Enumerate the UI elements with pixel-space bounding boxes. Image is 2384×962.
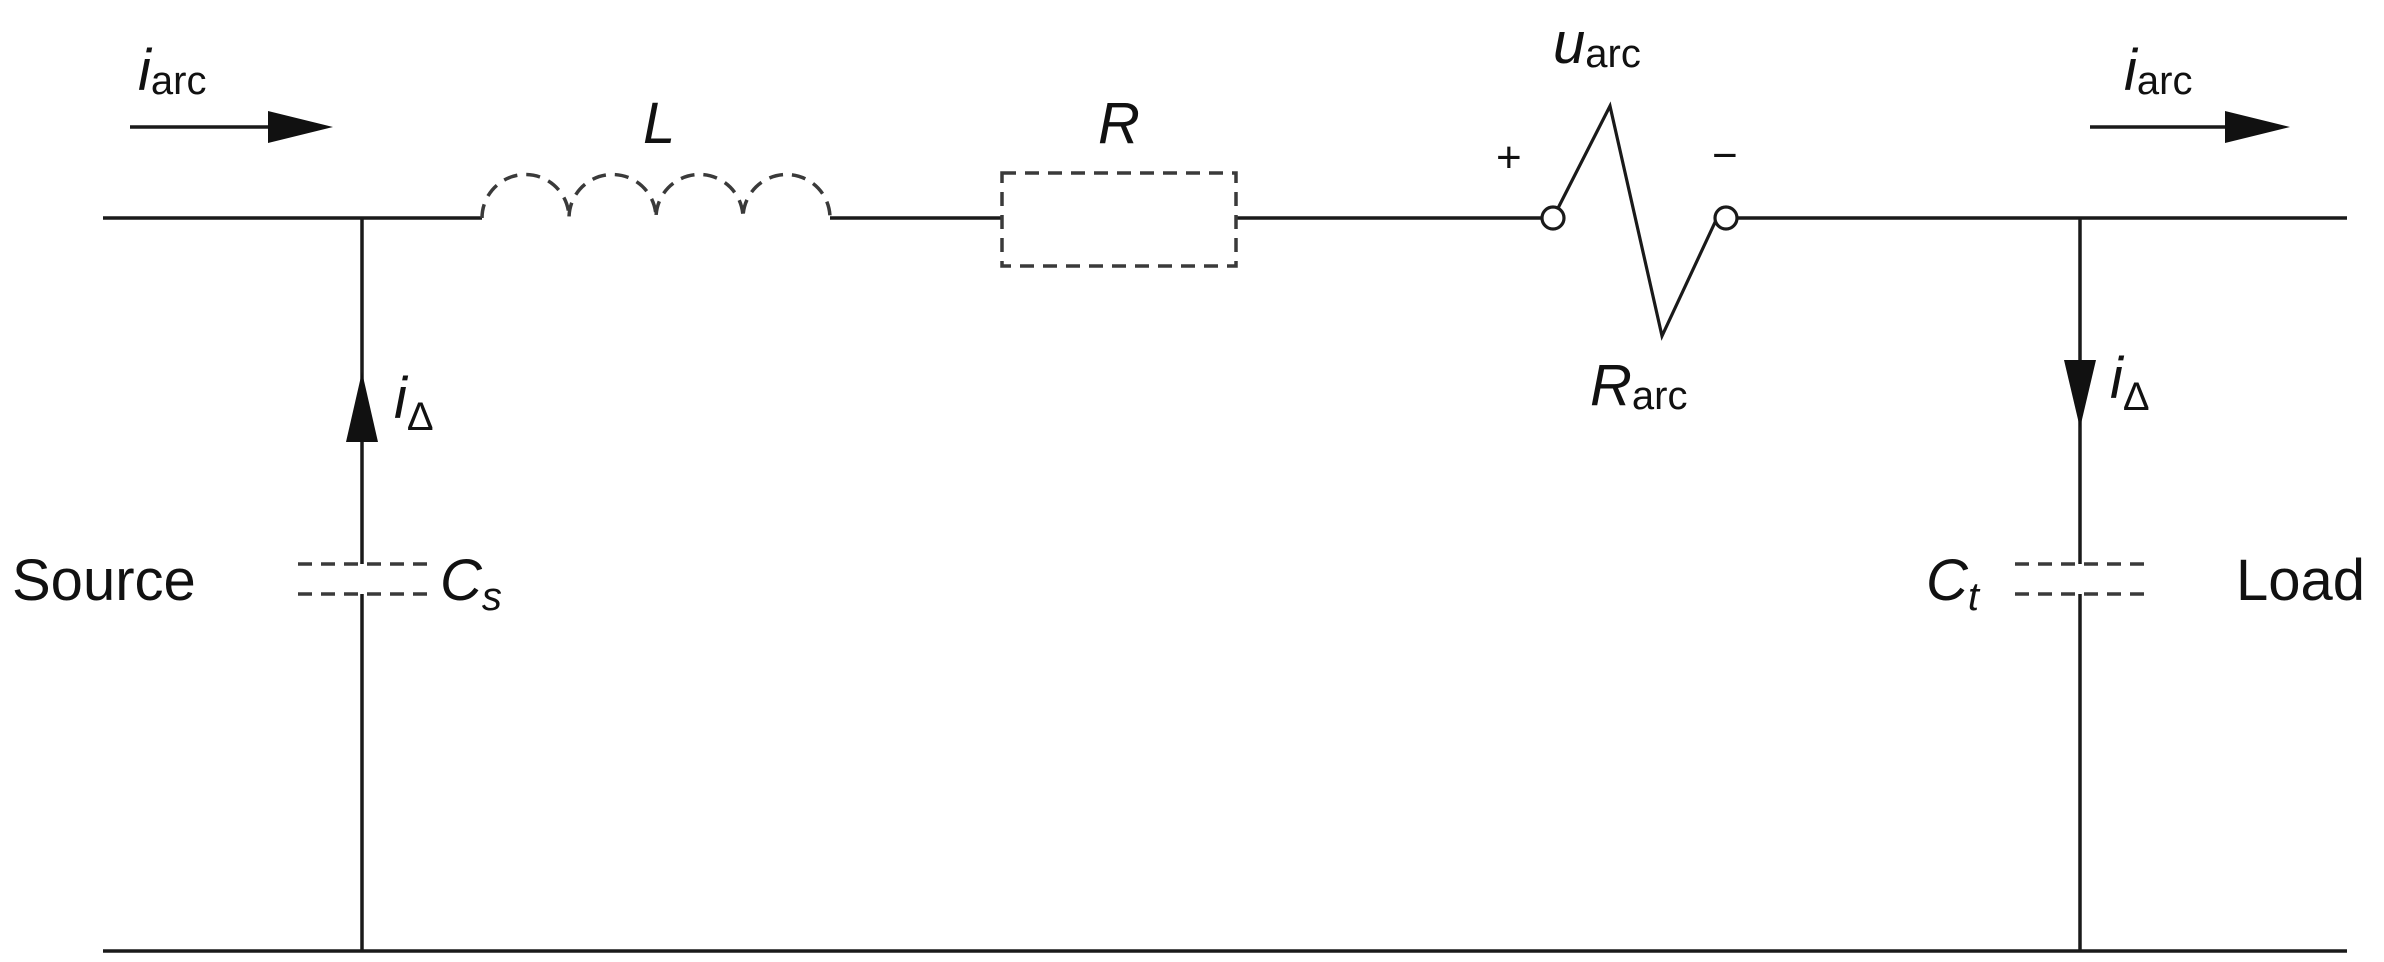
i-arc-right-arrow-head [2225,111,2290,143]
arc-zigzag [1551,101,1719,341]
i-delta-right-arrow [2064,360,2096,428]
source-label: Source [12,548,196,613]
minus-sign: − [1712,131,1738,180]
load-label: Load [2236,548,2365,613]
i-arc-left-label: iarc [138,38,206,103]
inductor-L [480,172,832,219]
r-arc-label: Rarc [1590,353,1687,418]
i-delta-right-label: iΔ [2110,346,2150,419]
i-arc-left-arrow-head [268,111,333,143]
i-delta-left-arrow [346,372,378,442]
u-arc-label: uarc [1553,11,1641,76]
i-arc-right-label: iarc [2124,38,2192,103]
resistor-R [1000,171,1238,268]
inductor-label: L [643,91,675,156]
cap-source-label: Cs [440,548,502,619]
cap-load-label: Ct [1926,548,1981,619]
resistor-label: R [1098,91,1140,156]
arc-terminal-minus [1713,205,1739,231]
arc-terminal-plus [1540,205,1566,231]
i-delta-left-label: iΔ [394,366,434,439]
plus-sign: + [1496,133,1522,182]
